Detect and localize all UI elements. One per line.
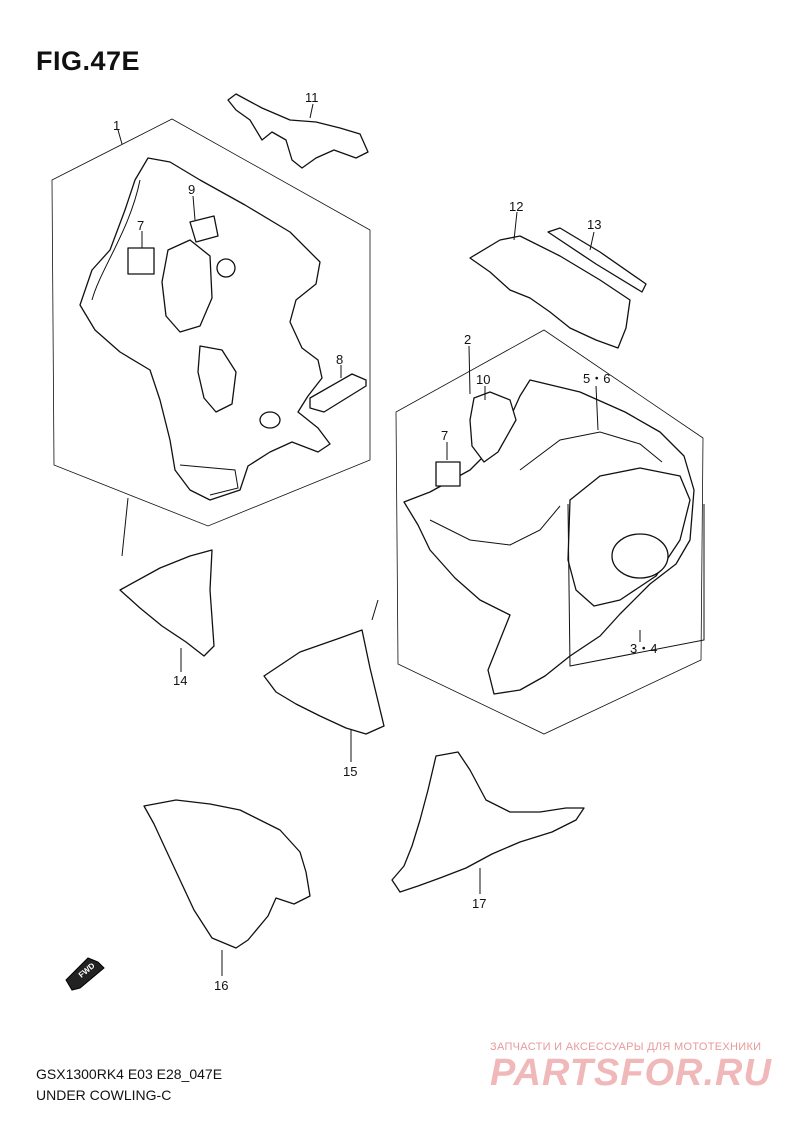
callout-10: 10	[476, 372, 490, 387]
callout-2: 2	[464, 332, 471, 347]
panel-part-14[interactable]	[119, 549, 215, 657]
cover-part-12[interactable]	[469, 235, 631, 349]
callout-5-6: 5・6	[583, 371, 610, 386]
under-panel-part-17[interactable]	[391, 751, 585, 893]
callout-17: 17	[472, 896, 486, 911]
leader-part-3-4	[567, 503, 705, 667]
callout-15: 15	[343, 764, 357, 779]
callout-12: 12	[509, 199, 523, 214]
callout-3-4: 3・4	[630, 641, 657, 656]
model-code: GSX1300RK4 E03 E28_047E	[36, 1066, 223, 1082]
callout-14: 14	[173, 673, 187, 688]
callout-11: 11	[305, 90, 319, 105]
callout-8: 8	[336, 352, 343, 367]
lower-cowling-part-16[interactable]	[143, 799, 311, 949]
bracket-part-11[interactable]	[227, 93, 369, 169]
callout-labels: 1 2 3・4 5・6 7 7 8 9 10 11 12 13 14 15 16…	[113, 90, 657, 993]
leader-lines	[117, 103, 641, 976]
panel-part-15[interactable]	[263, 629, 385, 735]
tape-pad-part-7-right[interactable]	[435, 461, 461, 487]
callout-7-right: 7	[441, 428, 448, 443]
callout-7-left: 7	[137, 218, 144, 233]
group-outline-part-1	[51, 118, 371, 527]
side-cowling-part-2[interactable]	[403, 379, 695, 695]
watermark-logo: PARTSFOR.RU	[490, 1052, 772, 1094]
figure-title: FIG.47E	[36, 46, 141, 76]
strip-part-13[interactable]	[547, 227, 647, 293]
spacer-part-8[interactable]	[309, 373, 367, 413]
callout-9: 9	[188, 182, 195, 197]
under-cowling-left-part-1[interactable]	[79, 157, 331, 501]
tape-pad-part-7[interactable]	[127, 247, 155, 275]
group-outline-part-2	[395, 329, 704, 735]
figure-name: UNDER COWLING-C	[36, 1087, 172, 1103]
watermark-tagline: ЗАПЧАСТИ И АКСЕССУАРЫ ДЛЯ МОТОТЕХНИКИ	[490, 1041, 762, 1053]
tape-pad-part-9[interactable]	[189, 215, 219, 243]
callout-1: 1	[113, 118, 120, 133]
callout-13: 13	[587, 217, 601, 232]
fwd-arrow-icon: FWD	[65, 957, 105, 991]
callout-16: 16	[214, 978, 228, 993]
